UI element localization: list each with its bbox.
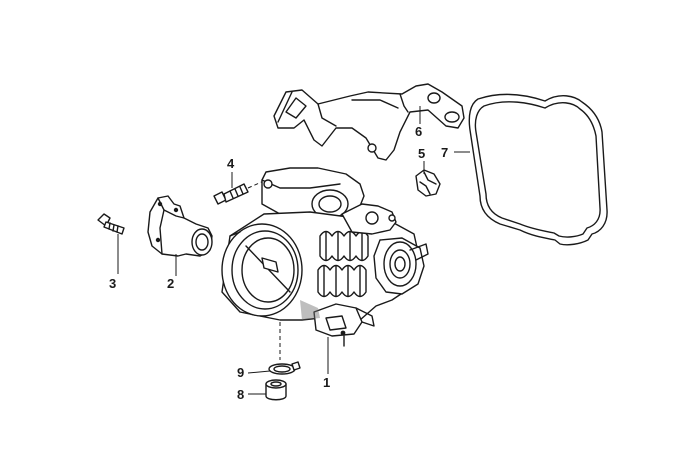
callout-labels: 1 2 3 4 5 6 7 8 9 xyxy=(109,124,448,402)
callout-9: 9 xyxy=(237,365,244,380)
part-5-clip xyxy=(415,169,441,197)
part-3-screw xyxy=(97,213,125,235)
callout-5: 5 xyxy=(418,146,425,161)
callout-2: 2 xyxy=(167,276,174,291)
return-spring xyxy=(317,230,369,298)
callout-8: 8 xyxy=(237,387,244,402)
callout-4: 4 xyxy=(227,156,235,171)
throttle-lever xyxy=(341,203,429,295)
part-4-bolt xyxy=(213,179,267,205)
part-1-throttle-body xyxy=(221,167,429,347)
part-7-gasket xyxy=(468,93,608,246)
part-9-clamp xyxy=(268,361,301,375)
part-6-bracket xyxy=(273,83,465,161)
callout-6: 6 xyxy=(415,124,422,139)
callout-3: 3 xyxy=(109,276,116,291)
callout-1: 1 xyxy=(323,375,330,390)
leader-lines xyxy=(117,106,470,395)
callout-7: 7 xyxy=(441,145,448,160)
part-8-sleeve xyxy=(265,379,287,401)
part-2-sensor xyxy=(147,195,213,257)
